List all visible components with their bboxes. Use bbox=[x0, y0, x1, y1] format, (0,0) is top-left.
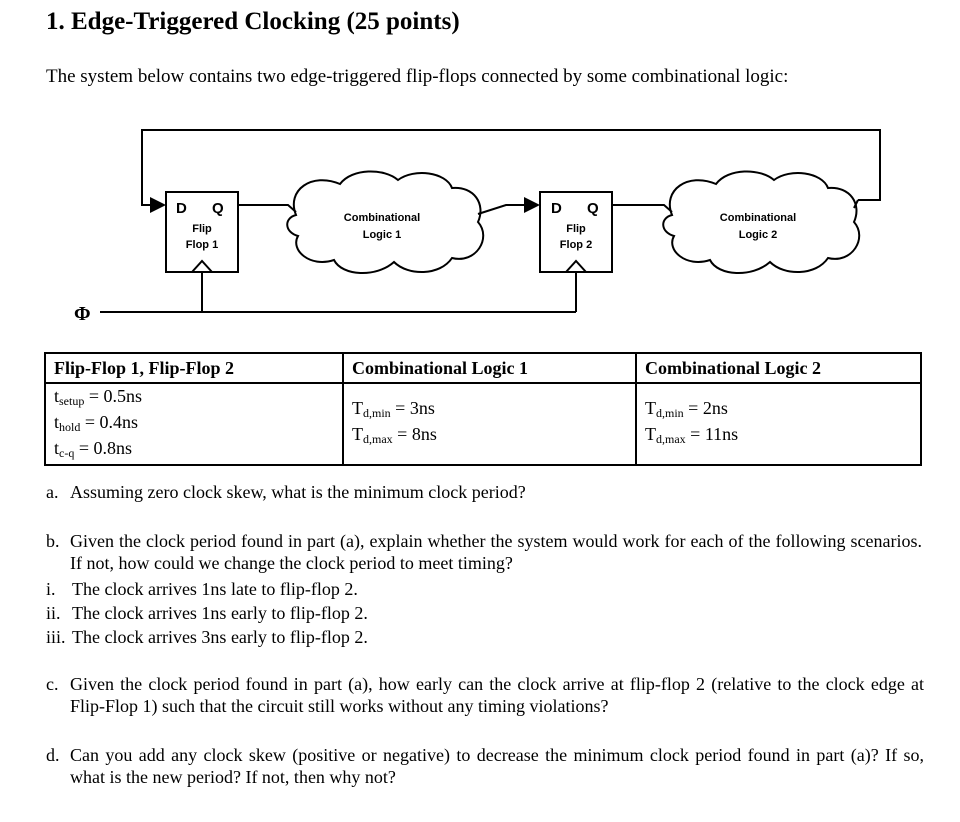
ff2-d-label: D bbox=[551, 200, 562, 217]
logic2-label-line2: Logic 2 bbox=[739, 229, 778, 241]
logic2-dmin: Td,min = 2ns bbox=[645, 398, 728, 420]
clock-wire bbox=[100, 272, 577, 313]
logic1-label-line2: Logic 1 bbox=[363, 229, 402, 241]
clock-symbol: Φ bbox=[74, 303, 91, 325]
circuit-diagram: Φ D Q Flip Flop 1 D Q Flip Flop 2 Combin… bbox=[74, 129, 881, 325]
combinational-logic-1-cloud bbox=[286, 170, 485, 275]
scenario-item: iii.The clock arrives 3ns early to flip-… bbox=[46, 627, 368, 647]
problem-heading: 1. Edge-Triggered Clocking (25 points) bbox=[46, 8, 460, 35]
logic1-dmin: Td,min = 3ns bbox=[352, 398, 435, 420]
wire-logic1-to-ff2 bbox=[477, 197, 540, 215]
wire-ff1-to-logic1 bbox=[238, 204, 297, 213]
question-a-text: Assuming zero clock skew, what is the mi… bbox=[70, 482, 526, 502]
question-c-label: c. bbox=[46, 674, 59, 694]
question-c-text: Given the clock period found in part (a)… bbox=[70, 674, 924, 716]
logic2-dmax: Td,max = 11ns bbox=[645, 424, 739, 446]
flip-flop-1-clock-triangle bbox=[191, 259, 213, 273]
wire-ff2-to-logic2 bbox=[612, 204, 673, 213]
flip-flop-2-clock-triangle bbox=[565, 259, 587, 273]
ff2-q-label: Q bbox=[587, 200, 599, 217]
scenario-item: ii.The clock arrives 1ns early to flip-f… bbox=[46, 603, 368, 623]
question-d-text: Can you add any clock skew (positive or … bbox=[70, 745, 924, 787]
ff2-label-line2: Flop 2 bbox=[560, 239, 592, 251]
scenario-item: i.The clock arrives 1ns late to flip-flo… bbox=[46, 579, 358, 599]
table-header-logic2: Combinational Logic 2 bbox=[635, 352, 922, 384]
problem-intro: The system below contains two edge-trigg… bbox=[46, 66, 789, 87]
question-b-label: b. bbox=[46, 531, 60, 551]
question-a-label: a. bbox=[46, 482, 59, 502]
ff1-q-label: Q bbox=[212, 200, 224, 217]
ff1-label-line1: Flip bbox=[192, 223, 212, 235]
wire-logic2-out bbox=[853, 199, 859, 209]
param-clk-to-q: tc-q = 0.8ns bbox=[54, 438, 132, 460]
logic1-params-cell: Td,min = 3ns Td,max = 8ns bbox=[342, 382, 637, 466]
combinational-logic-2-cloud bbox=[662, 170, 861, 275]
flipflop-params-cell: tsetup = 0.5ns thold = 0.4ns tc-q = 0.8n… bbox=[44, 382, 344, 466]
ff1-d-label: D bbox=[176, 200, 187, 217]
feedback-wire bbox=[141, 129, 881, 213]
logic2-params-cell: Td,min = 2ns Td,max = 11ns bbox=[635, 382, 922, 466]
param-hold: thold = 0.4ns bbox=[54, 412, 139, 434]
param-setup: tsetup = 0.5ns bbox=[54, 386, 143, 408]
logic1-dmax: Td,max = 8ns bbox=[352, 424, 437, 446]
ff1-label-line2: Flop 1 bbox=[186, 239, 218, 251]
question-d-label: d. bbox=[46, 745, 60, 765]
table-header-logic1: Combinational Logic 1 bbox=[342, 352, 637, 384]
question-b-scenarios: i.The clock arrives 1ns late to flip-flo… bbox=[46, 577, 368, 649]
question-c: c. Given the clock period found in part … bbox=[46, 673, 924, 717]
question-d: d. Can you add any clock skew (positive … bbox=[46, 744, 924, 788]
ff2-label-line1: Flip bbox=[566, 223, 586, 235]
question-b: b. Given the clock period found in part … bbox=[46, 530, 922, 574]
question-b-text: Given the clock period found in part (a)… bbox=[70, 531, 922, 573]
logic2-label-line1: Combinational bbox=[720, 212, 796, 224]
table-header-flipflops: Flip-Flop 1, Flip-Flop 2 bbox=[44, 352, 344, 384]
logic1-label-line1: Combinational bbox=[344, 212, 420, 224]
question-a: a. Assuming zero clock skew, what is the… bbox=[46, 481, 926, 503]
timing-parameters-table: Flip-Flop 1, Flip-Flop 2 Combinational L… bbox=[44, 352, 922, 466]
